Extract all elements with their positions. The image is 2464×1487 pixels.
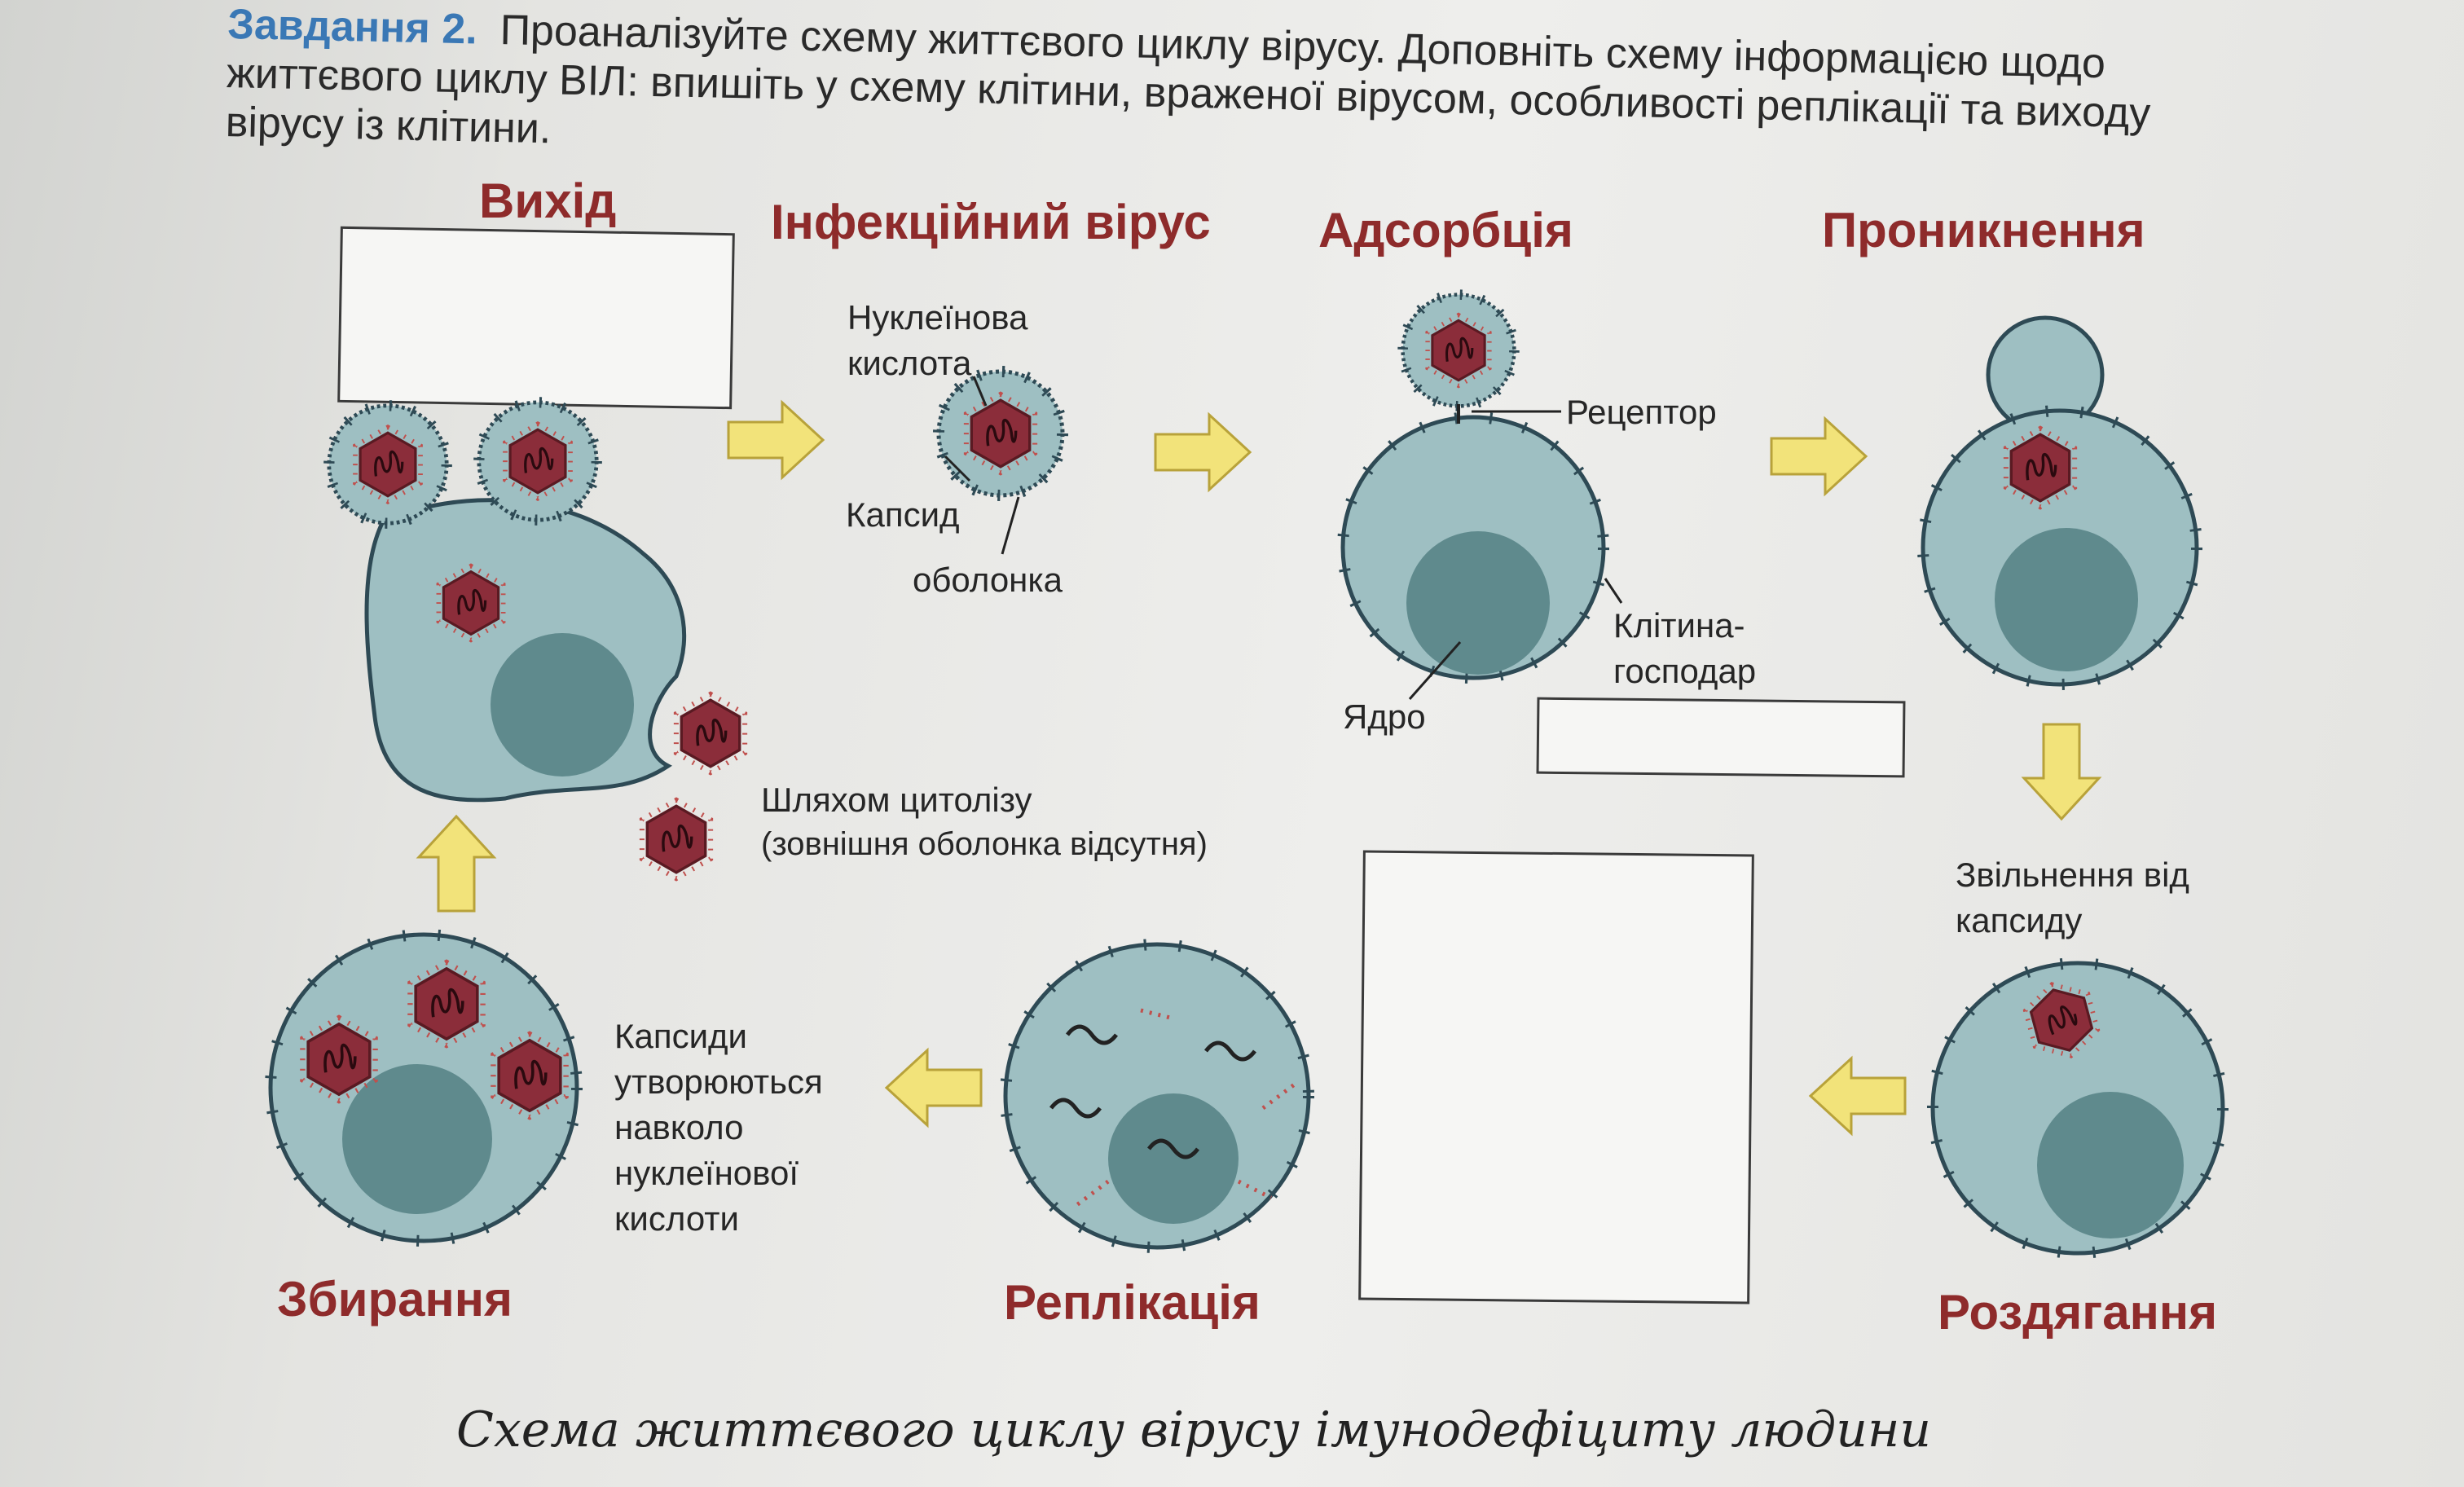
stage-adsorption: Адсорбція (1318, 203, 1573, 257)
label-capsid: Капсид (846, 495, 960, 534)
assembly-cell (265, 929, 583, 1247)
stage-infectious-virus: Інфекційний вірус (771, 195, 1211, 249)
label-cytolysis: Шляхом цитолізу (761, 781, 1032, 819)
stage-uncoating: Роздягання (1938, 1285, 2218, 1340)
adsorbed-virion-icon (1403, 295, 1515, 407)
stage-replication: Реплікація (1004, 1275, 1261, 1330)
adsorption-cell (1337, 411, 1609, 684)
arrow-left-icon (885, 1049, 983, 1127)
arrow-right-icon (1154, 413, 1252, 491)
arrow-left-icon (1809, 1057, 1907, 1135)
penetration-cell (1917, 315, 2202, 690)
label-nucleic-acid: Нуклеїнова кислота (847, 298, 1028, 382)
label-capsids-form: Капсиди утворюються навколо нуклеїнової … (614, 1017, 823, 1238)
label-envelope: оболонка (913, 561, 1063, 599)
arrow-right-icon (1770, 417, 1868, 495)
arrow-down-icon (2022, 723, 2101, 820)
label-host-cell: Клітина-господар (1613, 606, 1757, 690)
figure-caption: Схема життєвого циклу вірусу імунодефіци… (456, 1401, 1932, 1458)
exit-cell (329, 403, 745, 878)
arrow-right-icon (727, 401, 825, 479)
label-release-from-capsid: Звільнення від капсиду (1956, 856, 2189, 939)
arrow-up-icon (417, 815, 495, 913)
stage-exit: Вихід (479, 174, 617, 228)
label-receptor: Рецептор (1566, 393, 1717, 431)
replication-cell (1000, 939, 1314, 1253)
uncoating-cell (1927, 957, 2229, 1259)
label-nucleus: Ядро (1343, 697, 1426, 736)
label-cytolysis-note: (зовнішня оболонка відсутня) (761, 826, 1208, 862)
stage-assembly: Збирання (277, 1272, 513, 1326)
infectious-virion-icon (939, 372, 1063, 495)
stage-penetration: Проникнення (1822, 203, 2145, 257)
